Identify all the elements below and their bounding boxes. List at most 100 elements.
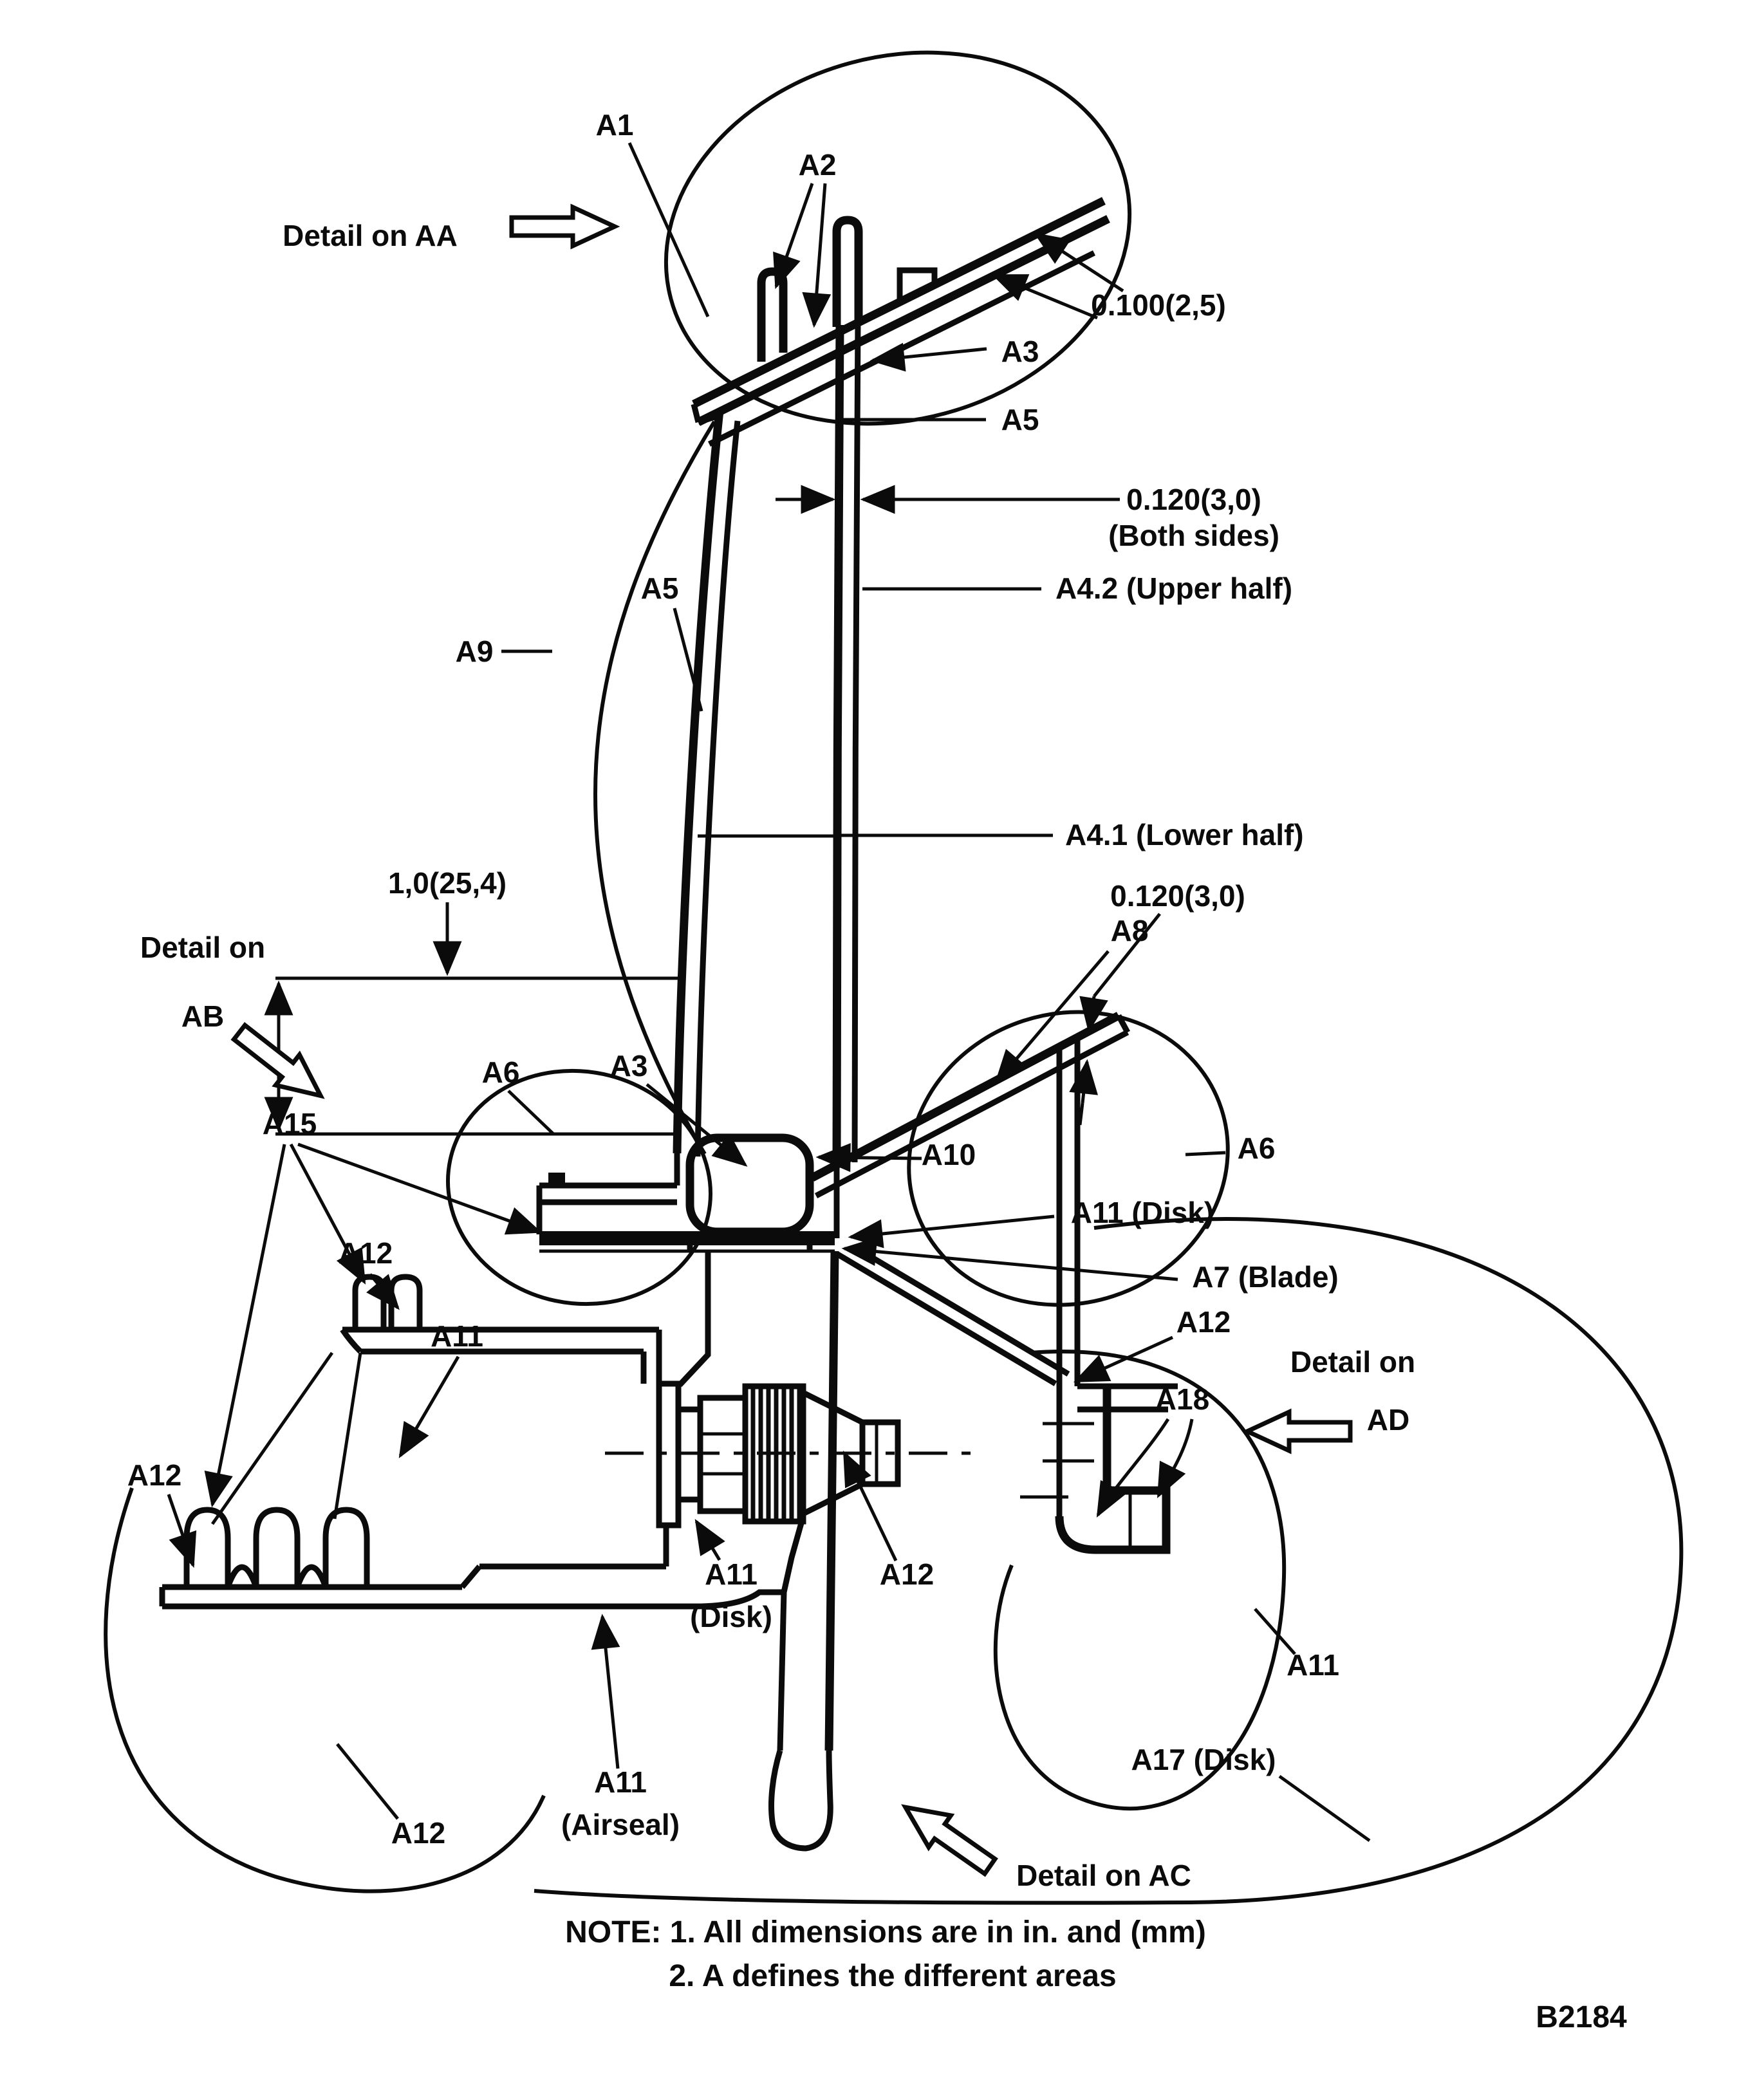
tip-shroud: [691, 197, 1110, 447]
leader-a17-disk: [1278, 1774, 1371, 1843]
leader-a12-left-upper: [366, 1273, 400, 1310]
leader-a11-center: [694, 1519, 725, 1561]
label-a1: A1: [596, 108, 634, 142]
leader-a11-left: [398, 1355, 460, 1458]
blade-airfoil: [673, 320, 861, 1163]
label-a7-blade: A7 (Blade): [1192, 1260, 1338, 1294]
dim-0100-leader-2: [991, 274, 1098, 320]
shaft-left-line: [777, 1592, 787, 1751]
arm-struts: [210, 1352, 362, 1525]
hub-nut-slots: [700, 1432, 745, 1476]
leader-a5-left: [673, 608, 703, 712]
label-a11-airseal-2: (Airseal): [561, 1808, 680, 1841]
platform-left-balloon-a6: [446, 1068, 712, 1306]
leader-a12-right: [1073, 1335, 1174, 1383]
label-dim-0120-both: (Both sides): [1108, 519, 1279, 552]
blade-leading-edge-inner: [694, 420, 741, 1157]
text-labels: A1 Detail on AA A2 0.100(2,5) A3 A5 0.12…: [127, 108, 1627, 2034]
label-a12-bottom: A12: [391, 1816, 445, 1850]
detail-ac-outer-balloon: [534, 1217, 1684, 1905]
label-detail-ac: Detail on AC: [1016, 1859, 1191, 1892]
detail-aa-block-arrow: [509, 203, 620, 250]
hook-outline: [1055, 1386, 1171, 1554]
label-detail-ad-2: AD: [1367, 1403, 1409, 1436]
shaft-bore-foot: [768, 1749, 833, 1852]
leader-a15-1: [297, 1142, 543, 1235]
dim-0120b-upper-arrow: [1079, 996, 1108, 1033]
detail-ac-block-arrow: [901, 1804, 998, 1877]
detail-ad-balloon: [993, 1350, 1287, 1811]
label-a11-disk-right: A11 (Disk): [1071, 1196, 1214, 1229]
leader-a6-mid: [507, 1090, 555, 1135]
label-a41: A4.1 (Lower half): [1065, 818, 1304, 851]
label-a11-low-right: A11: [1287, 1648, 1339, 1682]
airseal-tooth-3: [322, 1507, 370, 1587]
label-a3-top: A3: [1001, 335, 1039, 368]
platform-squealer-tab: [548, 1173, 565, 1185]
airseal-left-balloon: [104, 1487, 546, 1893]
detail-balloon-curves: [104, 50, 1684, 1905]
blade-trailing-edge-outer: [851, 320, 861, 1163]
label-a9: A9: [456, 635, 494, 668]
label-a5-left: A5: [641, 571, 679, 605]
leader-a15-2: [289, 1143, 366, 1285]
leader-a3-mid: [646, 1083, 748, 1167]
leader-a6-right: [1185, 1151, 1226, 1157]
label-a11-center-1: A11: [705, 1557, 758, 1591]
shroud-step-tab: [897, 267, 938, 302]
hook-cross-ticks: [1020, 1422, 1094, 1499]
label-dim-0120-2: 0.120(3,0): [1110, 879, 1245, 913]
label-a2: A2: [799, 148, 837, 181]
upper-seal-arm: [340, 1326, 662, 1384]
right-arm-horizontals: [1077, 1383, 1178, 1413]
leader-a7-blade: [841, 1237, 1178, 1281]
blade-span-balloon-a9: [593, 420, 716, 1155]
figure-code: B2184: [1536, 2000, 1627, 2034]
platform-right-balloon-a6: [907, 1010, 1230, 1307]
airseal-band: [159, 1527, 784, 1610]
knife-seal-2: [832, 216, 863, 327]
dim-0120b-lower-arrow: [1069, 1059, 1098, 1104]
label-dim-0100: 0.100(2,5): [1091, 288, 1226, 322]
label-a12-left-upper: A12: [339, 1236, 393, 1270]
label-a10: A10: [922, 1138, 976, 1171]
note-line-1: NOTE: 1. All dimensions are in in. and (…: [565, 1915, 1206, 1949]
label-a11-left: A11: [431, 1319, 483, 1353]
note-line-2: 2. A defines the different areas: [669, 1959, 1116, 1993]
leader-a3-top: [869, 342, 987, 372]
leader-a15-3: [204, 1144, 286, 1508]
knife-seal-1: [757, 267, 788, 362]
label-a12-center: A12: [880, 1557, 934, 1591]
label-a11-center-2: (Disk): [690, 1600, 772, 1633]
leader-a12-center: [842, 1450, 898, 1562]
right-seal-arm-verticals: [1056, 1037, 1081, 1516]
leader-a12-far-left: [167, 1494, 197, 1568]
detail-block-arrows: [230, 203, 1353, 1877]
airseal-humps: [225, 1564, 329, 1588]
label-a18: A18: [1155, 1382, 1209, 1416]
disk-lug-slant-lines: [835, 1247, 1070, 1386]
label-a17-disk: A17 (Disk): [1131, 1743, 1276, 1776]
leader-a10: [815, 1143, 922, 1173]
dim-0120b-tail: [1078, 1102, 1084, 1126]
leader-a2-2: [802, 183, 832, 328]
leader-a18-2: [1157, 1418, 1194, 1499]
leader-a1: [628, 142, 710, 318]
label-a11-airseal-1: A11: [594, 1765, 647, 1799]
leader-a11-low-right: [1254, 1608, 1296, 1655]
label-a6-mid: A6: [482, 1055, 520, 1089]
disk-web-left-upper: [677, 1251, 711, 1388]
label-dim-0120: 0.120(3,0): [1126, 483, 1261, 516]
disk-web-left-lower-joint: [781, 1515, 806, 1593]
blade-trailing-edge-inner: [832, 324, 844, 1159]
label-dim-10: 1,0(25,4): [388, 866, 507, 900]
label-a3-mid: A3: [610, 1049, 648, 1083]
label-a42: A4.2 (Upper half): [1055, 571, 1292, 605]
detail-ab-block-arrow: [230, 1022, 325, 1099]
platform-left-plate: [536, 1153, 680, 1234]
label-a12-far-left: A12: [127, 1458, 181, 1492]
platform-right-lip-upper: [810, 1012, 1121, 1182]
leader-a18-1: [1096, 1418, 1170, 1518]
